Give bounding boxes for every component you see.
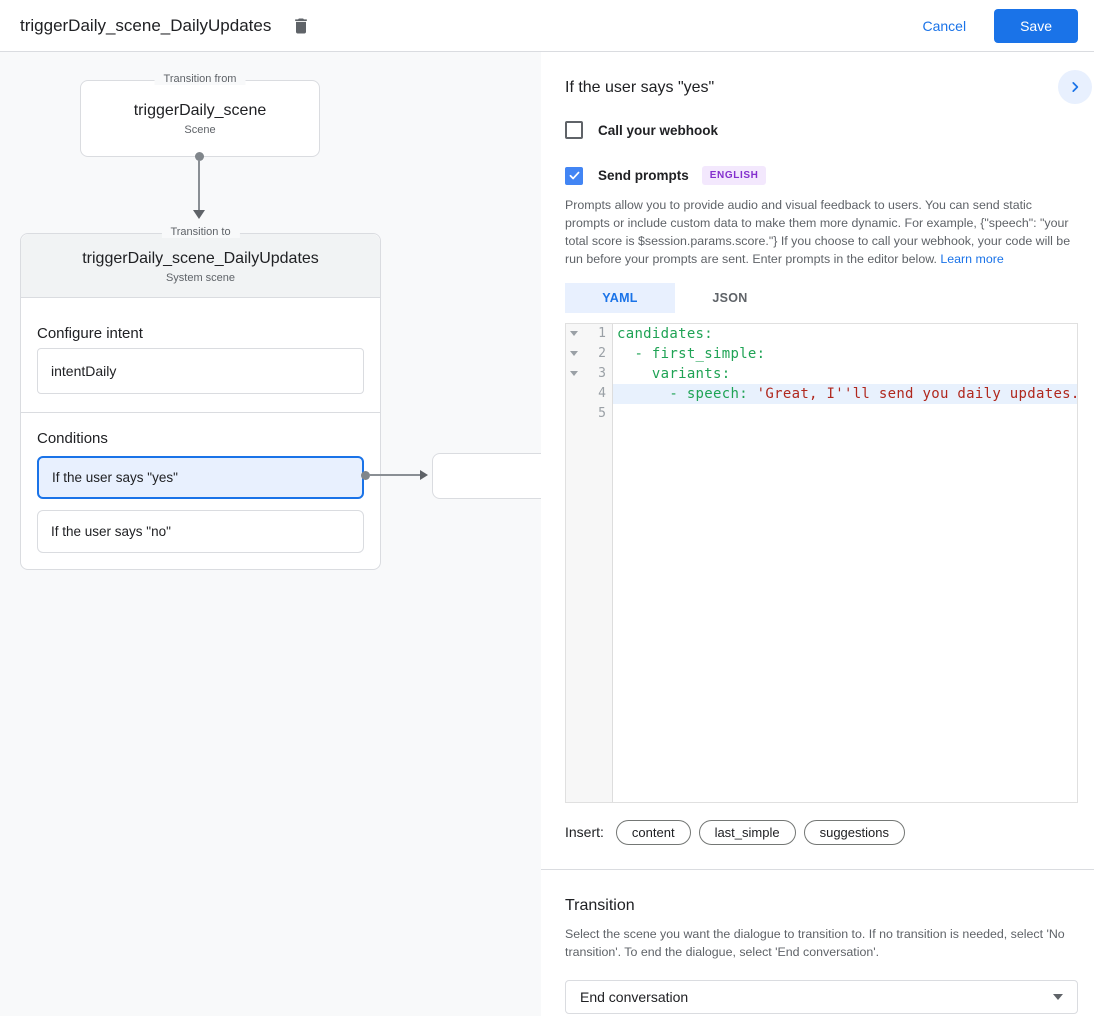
node-transition-to[interactable]: Transition to triggerDaily_scene_DailyUp… <box>20 226 381 570</box>
fold-toggle-icon[interactable] <box>570 371 578 377</box>
line-number: 1 <box>598 326 606 342</box>
cancel-button[interactable]: Cancel <box>922 17 967 34</box>
to-scene-type: System scene <box>165 272 236 284</box>
detail-title: If the user says "yes" <box>565 79 715 96</box>
transition-selected-value: End conversation <box>580 988 689 1005</box>
connector-dot <box>361 471 370 480</box>
insert-chip-suggestions[interactable]: suggestions <box>803 819 905 845</box>
caret-down-icon <box>1053 993 1063 1000</box>
section-divider <box>541 868 1094 870</box>
tab-yaml[interactable]: YAML <box>565 282 675 313</box>
arrow-right-icon <box>420 470 428 480</box>
transition-description: Select the scene you want the dialogue t… <box>565 926 1065 959</box>
connector-dot <box>195 152 204 161</box>
prompt-code-editor[interactable]: 1 2 3 4 5 candidates: - first_simple: va… <box>565 322 1078 803</box>
prompts-description: Prompts allow you to provide audio and v… <box>565 197 1078 269</box>
to-scene-title: triggerDaily_scene_DailyUpdates <box>82 250 319 267</box>
learn-more-link[interactable]: Learn more <box>940 251 1004 266</box>
code-line[interactable]: variants: <box>613 364 1077 384</box>
node-section-divider <box>21 412 380 413</box>
transition-title: Transition <box>565 896 635 914</box>
trash-icon <box>291 16 311 36</box>
condition-card-yes[interactable]: If the user says "yes" <box>37 456 364 499</box>
condition-card-no[interactable]: If the user says "no" <box>37 510 364 553</box>
yaml-key: - speech: <box>617 385 757 402</box>
checkmark-icon <box>568 169 581 182</box>
call-webhook-label: Call your webhook <box>598 122 719 138</box>
scene-graph-canvas[interactable]: Transition from triggerDaily_scene Scene… <box>0 52 541 1016</box>
connector-line-vertical <box>198 160 200 210</box>
from-scene-type: Scene <box>184 124 216 136</box>
line-number: 4 <box>598 386 606 402</box>
send-prompts-label: Send prompts <box>598 168 689 183</box>
save-button[interactable]: Save <box>994 8 1078 43</box>
language-badge: ENGLISH <box>701 166 767 185</box>
format-tabs: YAML JSON <box>565 282 1078 313</box>
page-title: triggerDaily_scene_DailyUpdates <box>20 15 272 35</box>
connector-line-horizontal <box>369 474 420 476</box>
fold-toggle-icon[interactable] <box>570 331 578 337</box>
arrow-down-icon <box>193 210 205 219</box>
intent-field[interactable]: intentDaily <box>37 348 364 394</box>
top-bar: triggerDaily_scene_DailyUpdates Cancel S… <box>0 0 1094 52</box>
insert-label: Insert: <box>565 824 604 841</box>
configure-intent-label: Configure intent <box>37 325 143 342</box>
delete-scene-button[interactable] <box>289 14 313 38</box>
call-webhook-checkbox[interactable] <box>565 121 583 139</box>
code-line-active[interactable]: - speech: 'Great, I''ll send you daily u… <box>613 383 1077 404</box>
transition-select[interactable]: End conversation <box>565 979 1078 1014</box>
condition-detail-panel: If the user says "yes" Call your webhook… <box>541 52 1094 1016</box>
condition-target-node[interactable] <box>432 453 541 499</box>
conditions-label: Conditions <box>37 430 108 447</box>
from-scene-title: triggerDaily_scene <box>133 102 267 119</box>
node-transition-from[interactable]: Transition from triggerDaily_scene Scene <box>80 73 320 157</box>
insert-chip-last-simple[interactable]: last_simple <box>698 819 796 845</box>
line-number: 5 <box>598 406 606 422</box>
line-number: 3 <box>598 366 606 382</box>
code-line[interactable]: - first_simple: <box>613 344 1077 364</box>
send-prompts-checkbox[interactable] <box>565 166 583 185</box>
insert-chip-content[interactable]: content <box>615 819 691 845</box>
to-scene-header: triggerDaily_scene_DailyUpdates System s… <box>21 234 380 298</box>
yaml-key: - first_simple: <box>617 345 766 362</box>
code-line[interactable]: candidates: <box>613 324 1077 344</box>
fold-toggle-icon[interactable] <box>570 351 578 357</box>
transition-to-group-label: Transition to <box>161 226 240 238</box>
prompts-description-text: Prompts allow you to provide audio and v… <box>565 198 1071 266</box>
code-line[interactable] <box>613 404 1077 424</box>
yaml-key: variants: <box>617 365 731 382</box>
line-number: 2 <box>598 346 606 362</box>
collapse-panel-button[interactable] <box>1058 70 1092 104</box>
yaml-key: candidates: <box>617 325 714 342</box>
editor-gutter: 1 2 3 4 5 <box>566 323 613 802</box>
yaml-string: 'Great, I''ll send you daily updates. <box>756 385 1077 402</box>
transition-from-group-label: Transition from <box>154 73 246 85</box>
chevron-right-icon <box>1068 80 1082 94</box>
tab-json[interactable]: JSON <box>675 282 785 313</box>
editor-code-area[interactable]: candidates: - first_simple: variants: - … <box>613 324 1077 802</box>
